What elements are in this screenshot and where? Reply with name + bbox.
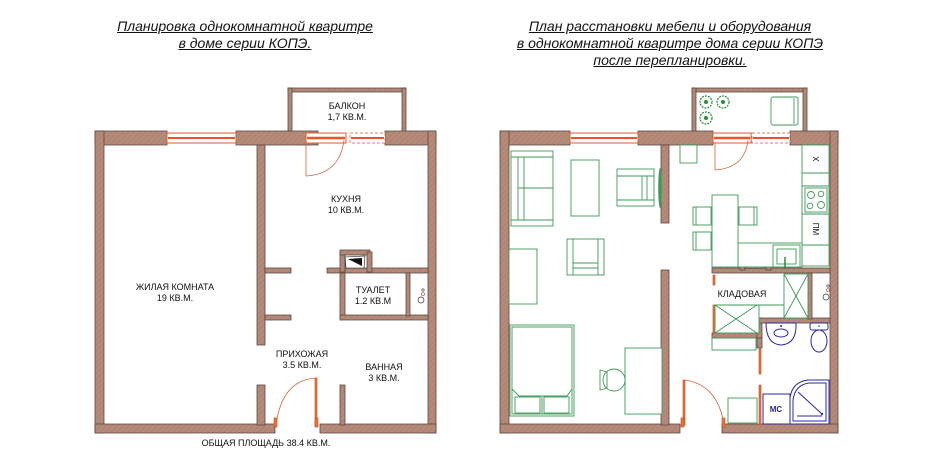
washing-machine-label: МС (770, 405, 783, 414)
bathroom-label: ВАННАЯ (365, 362, 402, 372)
kitchen-area: 10 КВ.М. (328, 205, 364, 215)
armchair-icon (616, 168, 662, 208)
right-plan-title-line3: после перепланировки. (593, 52, 747, 68)
sofa-icon (510, 150, 554, 227)
toilet-area: 1.2 КВ.М (355, 296, 391, 306)
left-outer-walls (94, 130, 437, 434)
living-room-area: 19 КВ.М. (157, 293, 193, 303)
fridge-label: Х (812, 156, 821, 162)
toilet-label: ТУАЛЕТ (356, 285, 391, 295)
washing-machine-icon (762, 393, 791, 425)
left-plan-title-line2: в доме серии КОПЭ. (178, 35, 312, 51)
bed-icon (509, 324, 575, 417)
storage-room-label: КЛАДОВАЯ (718, 289, 767, 299)
right-plan-title-line2: в однокомнатной кваритре дома серии КОПЭ (516, 35, 824, 51)
left-entrance-door (273, 377, 319, 428)
washbasin-icon (765, 322, 797, 346)
dining-chair-icon (692, 206, 758, 251)
living-room-label: ЖИЛАЯ КОМНАТА (136, 282, 214, 292)
kitchen-label: КУХНЯ (331, 194, 361, 204)
right-balcony-walls (691, 87, 808, 133)
armchair-small-icon (566, 238, 605, 276)
stove-icon (804, 187, 828, 213)
balcony-label: БАЛКОН (329, 101, 365, 111)
dining-table-icon (711, 194, 739, 268)
right-living-window (569, 132, 639, 144)
shoe-cabinet-icon (727, 397, 758, 424)
right-floor-plan: Х ПМ (499, 87, 839, 434)
desk-icon (624, 347, 663, 415)
shower-cabin-icon (789, 379, 830, 425)
right-balcony-door (712, 132, 791, 171)
left-balcony-door (305, 132, 386, 177)
dresser-icon (508, 248, 538, 305)
left-floor-plan: БАЛКОН 1,7 КВ.М. КУХНЯ 10 КВ.М. ЖИЛАЯ КО… (94, 87, 437, 448)
left-toilet-fixture-icon (417, 288, 425, 304)
bathroom-area: 3 КВ.М. (368, 373, 399, 383)
kitchen-sink-icon (772, 244, 801, 269)
storage-room (711, 273, 809, 351)
desk-chair-icon (599, 368, 626, 392)
balcony-area: 1,7 КВ.М. (328, 112, 367, 122)
hallway-label: ПРИХОЖАЯ (276, 349, 328, 359)
left-plan-title-line1: Планировка однокомнатной кваритре (117, 18, 373, 34)
right-plan-title-line1: План расстановки мебели и оборудования (528, 18, 812, 34)
left-plan-title: Планировка однокомнатной кваритре в доме… (100, 18, 390, 52)
right-plan-title: План расстановки мебели и оборудования в… (480, 18, 860, 69)
left-inner-walls (256, 144, 429, 426)
balcony-plants-icon (699, 95, 730, 125)
toilet-bowl-icon (809, 322, 829, 353)
kitchen-cabinet-top-icon (679, 144, 698, 164)
utility-niche-icon (822, 284, 830, 301)
hallway-area: 3.5 КВ.М. (283, 360, 322, 370)
dishwasher-label: ПМ (811, 223, 820, 236)
total-area-label: ОБЩАЯ ПЛОЩАДЬ 38.4 КВ.М. (202, 438, 331, 448)
coffee-table-icon (570, 159, 600, 217)
left-living-window (166, 132, 237, 144)
right-outer-walls (499, 130, 839, 434)
right-entrance-door (680, 379, 726, 428)
balcony-armchair-icon (770, 96, 799, 126)
